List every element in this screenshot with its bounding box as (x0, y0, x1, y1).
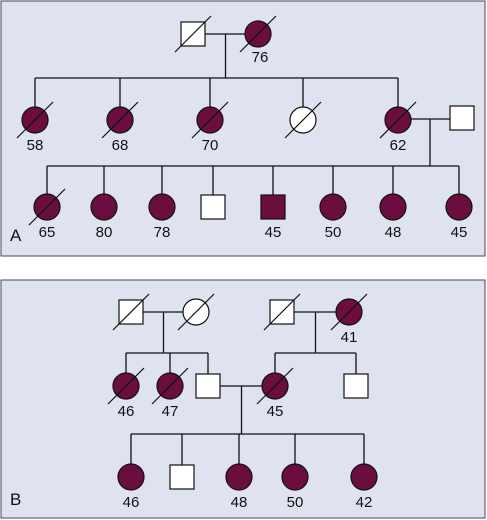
a-ii-6-male-symbol (449, 105, 475, 131)
affected-female-circle (445, 193, 473, 221)
deceased-slash (263, 293, 301, 331)
a-iii-6-female-symbol: 50 (319, 193, 347, 241)
age-label: 76 (252, 49, 269, 66)
affected-female-circle (350, 463, 378, 491)
deceased-slash (151, 367, 189, 405)
age-label: 70 (202, 137, 219, 154)
a-ii-1-female-symbol: 58 (16, 101, 54, 154)
age-label: 80 (96, 224, 113, 241)
b-ii-3-male-symbol (195, 373, 221, 399)
a-i-1-male-symbol (174, 15, 212, 53)
age-label: 65 (39, 224, 56, 241)
b-i-3-male-symbol (263, 293, 301, 331)
age-label: 58 (27, 137, 44, 154)
deceased-slash (28, 188, 66, 226)
affected-female-circle (148, 193, 176, 221)
deceased-slash (284, 101, 322, 139)
unaffected-male-square (169, 464, 195, 490)
age-label: 62 (390, 137, 407, 154)
b-ii-4-female-symbol: 45 (256, 367, 294, 420)
age-label: 45 (451, 224, 468, 241)
age-label: 45 (267, 403, 284, 420)
deceased-slash (16, 101, 54, 139)
unaffected-male-square (343, 373, 369, 399)
b-ii-1-female-symbol: 46 (107, 367, 145, 420)
b-ii-2-female-symbol: 47 (151, 367, 189, 420)
age-label: 46 (118, 403, 135, 420)
unaffected-male-square (195, 373, 221, 399)
panel-a-background (0, 0, 486, 257)
b-i-4-female-symbol: 41 (330, 293, 368, 346)
affected-female-circle (117, 463, 145, 491)
affected-female-circle (225, 463, 253, 491)
b-iii-2-male-symbol (169, 464, 195, 490)
a-iii-3-female-symbol: 78 (148, 193, 176, 241)
deceased-slash (107, 367, 145, 405)
a-iii-5-male-symbol: 45 (260, 194, 286, 241)
a-ii-2-female-symbol: 68 (101, 101, 139, 154)
a-ii-4-female-symbol (284, 101, 322, 139)
deceased-slash (174, 15, 212, 53)
deceased-slash (256, 367, 294, 405)
age-label: 48 (231, 494, 248, 511)
age-label: 48 (385, 224, 402, 241)
deceased-slash (379, 101, 417, 139)
a-ii-5-female-symbol: 62 (379, 101, 417, 154)
a-ii-3-female-symbol: 70 (191, 101, 229, 154)
b-ii-5-male-symbol (343, 373, 369, 399)
b-iii-4-female-symbol: 50 (281, 463, 309, 511)
deceased-slash (112, 293, 150, 331)
a-iii-7-female-symbol: 48 (379, 193, 407, 241)
a-iii-8-female-symbol: 45 (445, 193, 473, 241)
affected-female-circle (90, 193, 118, 221)
deceased-slash (191, 101, 229, 139)
b-iii-3-female-symbol: 48 (225, 463, 253, 511)
age-label: 78 (154, 224, 171, 241)
a-iii-1-female-symbol: 65 (28, 188, 66, 241)
b-i-2-female-symbol (177, 293, 215, 331)
a-i-2-female-symbol: 76 (239, 15, 277, 66)
affected-male-square (260, 194, 286, 220)
deceased-slash (177, 293, 215, 331)
affected-female-circle (379, 193, 407, 221)
age-label: 45 (265, 224, 282, 241)
age-label: 50 (287, 494, 304, 511)
deceased-slash (239, 15, 277, 53)
panel-b-label: B (10, 490, 21, 509)
age-label: 46 (123, 494, 140, 511)
a-iii-4-male-symbol (200, 194, 226, 220)
b-iii-5-female-symbol: 42 (350, 463, 378, 511)
deceased-slash (330, 293, 368, 331)
affected-female-circle (281, 463, 309, 491)
age-label: 41 (341, 329, 358, 346)
age-label: 42 (356, 494, 373, 511)
age-label: 50 (325, 224, 342, 241)
b-i-1-male-symbol (112, 293, 150, 331)
unaffected-male-square (200, 194, 226, 220)
panel-a-label: A (10, 226, 22, 245)
age-label: 68 (112, 137, 129, 154)
pedigree-lines (34, 33, 460, 465)
affected-female-circle (319, 193, 347, 221)
age-label: 47 (162, 403, 179, 420)
pedigree-symbols: 76 58 68 70 62 65 80 78 45 50 48 45 41 46 47 45 46 48 50 42 (16, 15, 475, 511)
deceased-slash (101, 101, 139, 139)
unaffected-male-square (449, 105, 475, 131)
a-iii-2-female-symbol: 80 (90, 193, 118, 241)
b-iii-1-female-symbol: 46 (117, 463, 145, 511)
